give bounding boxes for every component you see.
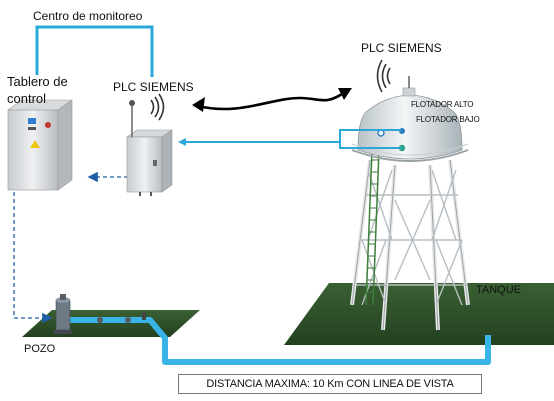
low-float-label: FLOTADOR BAJO xyxy=(416,115,480,124)
tank-sensor-signal-line-low xyxy=(339,142,401,149)
monitoring-center-label: Centro de monitoreo xyxy=(33,9,143,23)
control-panel-label: Tablero de control xyxy=(7,74,68,106)
signal-arrowhead xyxy=(178,138,186,146)
control-to-well-dashed-link xyxy=(13,192,53,324)
antenna-signal-right xyxy=(376,59,391,93)
plc-right-label: PLC SIEMENS xyxy=(361,41,442,55)
water-tower xyxy=(350,76,470,331)
max-distance-caption: DISTANCIA MAXIMA: 10 Km CON LINEA DE VIS… xyxy=(178,374,482,394)
high-float-label: FLOTADOR ALTO xyxy=(411,100,474,109)
tank-sensor-signal-line xyxy=(182,129,401,143)
wireless-arrowhead-right xyxy=(338,88,352,100)
tank-label: TANQUE xyxy=(476,284,522,296)
well-label: POZO xyxy=(24,343,56,355)
well-pump xyxy=(54,294,146,334)
plc-left-label: PLC SIEMENS xyxy=(113,80,194,94)
control-panel xyxy=(7,99,73,191)
wireless-link-arrow xyxy=(197,90,346,111)
well-ground xyxy=(22,310,200,337)
water-pipe xyxy=(70,317,491,365)
antenna-signal-left xyxy=(150,93,165,121)
monitoring-link-line xyxy=(35,25,154,77)
wireless-arrowhead-left xyxy=(192,97,205,112)
plc-cabinet xyxy=(126,100,173,196)
